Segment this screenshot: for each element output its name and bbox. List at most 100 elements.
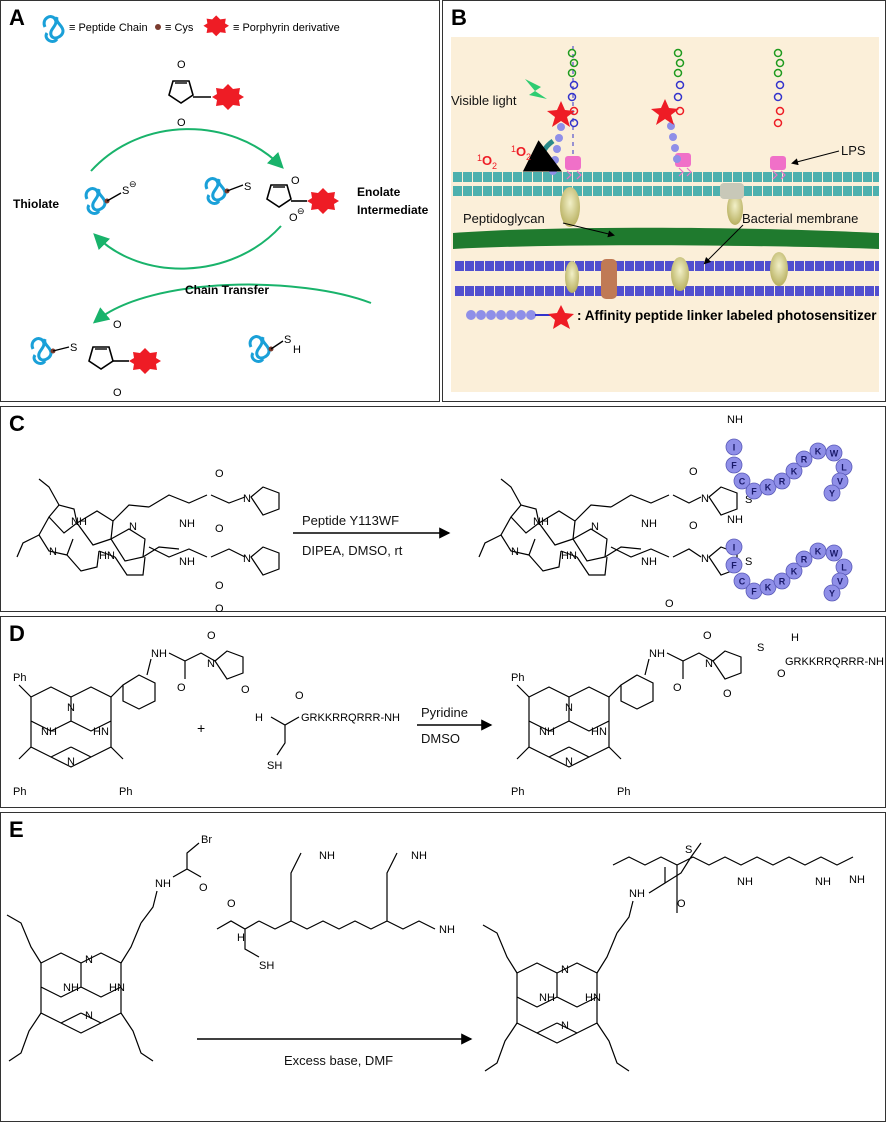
svg-text:2: 2 bbox=[526, 152, 531, 162]
svg-text:O: O bbox=[289, 212, 298, 224]
peptide-residue-bead bbox=[785, 462, 803, 480]
svg-text:S: S bbox=[745, 556, 752, 568]
reactant-cys-peptide: SH O H NH NH NH bbox=[216, 850, 455, 972]
svg-text:Ph: Ph bbox=[119, 786, 132, 798]
panel-c-scheme: NH HN N N NH NH N N O O O O Peptide Y113… bbox=[16, 414, 853, 613]
panel-a-label: A bbox=[9, 5, 25, 30]
peptide-residue-letter: K bbox=[765, 483, 772, 493]
peptide-residue-bead bbox=[773, 572, 791, 590]
svg-text:GRKKRRQRRR-NH: GRKKRRQRRR-NH bbox=[301, 712, 400, 724]
peptide-residue-letter: R bbox=[801, 455, 808, 465]
membrane-protein bbox=[560, 187, 580, 227]
peptide-residue-letter: I bbox=[733, 543, 736, 553]
svg-text:NH: NH bbox=[439, 924, 455, 936]
conditions: DIPEA, DMSO, rt bbox=[302, 543, 403, 558]
svg-text:N: N bbox=[701, 553, 709, 565]
peptide-residue-bead bbox=[823, 584, 841, 602]
peptide-residue-bead bbox=[773, 472, 791, 490]
peptide-residue-bead bbox=[725, 538, 743, 556]
thiol-species: S H bbox=[248, 334, 301, 363]
peptide-residue-letter: F bbox=[751, 587, 757, 597]
reactant-cys-peptide: H SH O GRKKRRQRRR-NH bbox=[255, 690, 400, 772]
svg-text:O: O bbox=[482, 153, 492, 168]
svg-text:NH: NH bbox=[539, 726, 555, 738]
svg-text:O: O bbox=[215, 580, 224, 592]
peptidoglycan-layer bbox=[453, 227, 879, 249]
svg-text:N: N bbox=[67, 702, 75, 714]
peptide-residue-letter: F bbox=[731, 561, 737, 571]
peptidoglycan-label: Peptidoglycan bbox=[463, 211, 545, 226]
svg-text:O: O bbox=[516, 144, 526, 159]
lps-label: LPS bbox=[841, 143, 866, 158]
photosensitizer-star bbox=[547, 101, 575, 127]
membrane-illustration: Visible light 1 O 2 1 O 2 LPS Peptidogly… bbox=[451, 37, 879, 392]
peptide-residue-letter: K bbox=[815, 547, 822, 557]
svg-text:GRKKRRQRRR-NH: GRKKRRQRRR-NH bbox=[785, 656, 884, 668]
outer-membrane bbox=[453, 172, 879, 196]
panel-d-label: D bbox=[9, 621, 25, 646]
peptide-residue-bead bbox=[725, 556, 743, 574]
visible-light-label: Visible light bbox=[451, 93, 517, 108]
peptide-residue-letter: C bbox=[739, 477, 746, 487]
product-porphyrin-peptide: Ph Ph Ph NH HN N N NH O N O O S H O GRKK… bbox=[511, 630, 884, 798]
svg-text:Ph: Ph bbox=[511, 786, 524, 798]
svg-text:S: S bbox=[70, 342, 77, 354]
svg-text:O: O bbox=[677, 898, 686, 910]
svg-text:O: O bbox=[177, 59, 186, 71]
legend-peptide: ≡ Peptide Chain bbox=[42, 15, 148, 43]
panel-c-label: C bbox=[9, 411, 25, 436]
lps-chain bbox=[770, 48, 786, 180]
svg-text:N: N bbox=[701, 493, 709, 505]
svg-text:H: H bbox=[237, 932, 245, 944]
peptide-residue-letter: W bbox=[830, 449, 839, 459]
membrane-protein bbox=[727, 193, 743, 225]
maleimide-porphyrin: O O bbox=[168, 59, 244, 129]
peptide-residue-letter: Y bbox=[829, 589, 835, 599]
svg-text:NH: NH bbox=[533, 516, 549, 528]
peptide-residue-letter: R bbox=[779, 577, 786, 587]
legend-cys: ≡ Cys bbox=[155, 22, 194, 34]
svg-text:≡ Porphyrin derivative: ≡ Porphyrin derivative bbox=[233, 22, 340, 34]
svg-text:NH: NH bbox=[539, 992, 555, 1004]
svg-text:NH: NH bbox=[641, 518, 657, 530]
svg-text:O: O bbox=[215, 523, 224, 535]
svg-text:O: O bbox=[777, 668, 786, 680]
membrane-protein bbox=[565, 261, 579, 293]
svg-text:N: N bbox=[561, 1020, 569, 1032]
panel-b: B bbox=[442, 0, 886, 402]
svg-text:NH: NH bbox=[737, 876, 753, 888]
svg-text:H: H bbox=[255, 712, 263, 724]
peptide-residue-bead bbox=[831, 572, 849, 590]
peptide-residue-letter: I bbox=[733, 443, 736, 453]
inner-membrane bbox=[455, 261, 879, 296]
svg-text:O: O bbox=[207, 630, 216, 642]
svg-text:NH: NH bbox=[155, 878, 171, 890]
legend-porphyrin: ≡ Porphyrin derivative bbox=[203, 15, 340, 37]
svg-text:Ph: Ph bbox=[13, 786, 26, 798]
svg-text:NH: NH bbox=[41, 726, 57, 738]
membrane-protein bbox=[671, 257, 689, 291]
svg-text:N: N bbox=[49, 546, 57, 558]
svg-text:O: O bbox=[241, 684, 250, 696]
peptide-residue-letter: V bbox=[837, 477, 843, 487]
arrow-chain-transfer bbox=[92, 283, 372, 324]
svg-text:1: 1 bbox=[477, 153, 482, 163]
svg-text:S: S bbox=[244, 181, 251, 193]
svg-text:O: O bbox=[673, 682, 682, 694]
enolate-intermediate: S O O ⊖ Enolate Intermediate bbox=[204, 175, 429, 224]
svg-text:NH: NH bbox=[63, 982, 79, 994]
peptide-residue-letter: Y bbox=[829, 489, 835, 499]
panel-b-label: B bbox=[451, 5, 467, 30]
peptide-residue-letter: K bbox=[815, 447, 822, 457]
peptide-residue-bead bbox=[725, 438, 743, 456]
svg-text:NH: NH bbox=[849, 874, 865, 886]
energy-arrow bbox=[522, 138, 562, 172]
cell-background bbox=[451, 37, 879, 392]
svg-text:HN: HN bbox=[99, 550, 115, 562]
svg-text:O: O bbox=[703, 630, 712, 642]
svg-text:O: O bbox=[113, 319, 122, 331]
svg-text:N: N bbox=[565, 702, 573, 714]
svg-text:N: N bbox=[85, 1010, 93, 1022]
solvent-dmso: DMSO bbox=[421, 731, 460, 746]
product-porphyrin-peptide: NH HN N N NH S O NH NH NH bbox=[482, 842, 865, 1072]
